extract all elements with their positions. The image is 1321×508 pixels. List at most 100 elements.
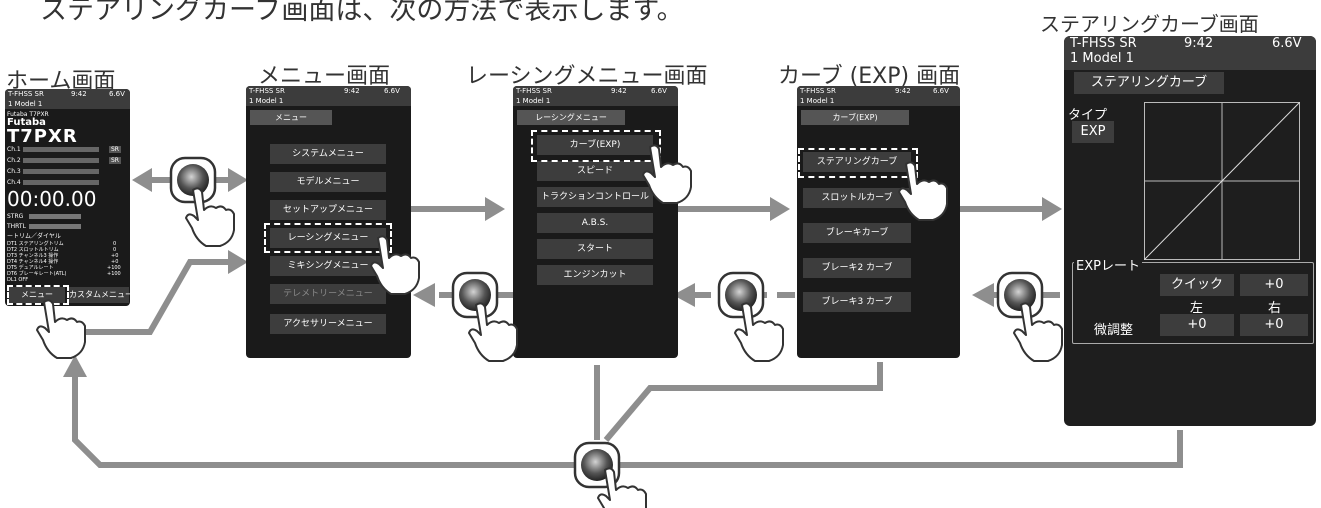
racing-item-abs[interactable]: A.B.S. (537, 213, 653, 233)
model-name: 1 Model 1 (513, 97, 678, 106)
arrowhead-back-racing (673, 283, 695, 307)
steer-title: ステアリングカーブ画面 (1040, 12, 1259, 36)
trim-row: DT5 デュアルレート (7, 265, 54, 271)
exp-rate-label: EXPレート (1074, 255, 1142, 274)
trim-row: DT1 ステアリングトリム (7, 241, 64, 247)
menu-status: T-FHSS SR 9:42 6.6V (246, 86, 411, 97)
quick-value[interactable]: +0 (1240, 274, 1308, 296)
trim-value: 0 (113, 247, 117, 253)
right-value[interactable]: +0 (1240, 314, 1308, 336)
curve-item-throttle[interactable]: スロットルカーブ (803, 188, 911, 208)
channel-label: Ch.4 (7, 179, 21, 186)
arrowhead-back-menu (413, 283, 435, 307)
trim-value: +100 (107, 271, 121, 277)
bar-label: THRTL (7, 223, 26, 230)
channel-label: Ch.1 (7, 146, 21, 153)
menu-item-setup[interactable]: セットアップメニュー (270, 200, 386, 220)
menu-item-system[interactable]: システムメニュー (270, 144, 386, 164)
curve-line (1144, 102, 1300, 260)
maker-text: Futaba T7PXR (7, 111, 49, 118)
channel-bar (23, 180, 99, 185)
curve-graph (1144, 102, 1300, 260)
racing-item-start[interactable]: スタート (537, 239, 653, 259)
bar-label: STRG (7, 213, 24, 220)
arrowhead-steer (1042, 197, 1062, 221)
trim-row: DT3 チャンネル3 操作 (7, 253, 59, 259)
trim-row: DT6 ブレーキレート(ATL) (7, 271, 67, 277)
highlight-steering-curve (798, 148, 918, 178)
exp-rate-frame (1072, 262, 1314, 344)
arrowhead-home-up (63, 355, 87, 377)
menu-screen: T-FHSS SR 9:42 6.6V 1 Model 1 メニュー システムメ… (246, 86, 411, 358)
arrowhead-racing (485, 197, 505, 221)
trim-value: 0 (113, 241, 117, 247)
menu-item-mixing[interactable]: ミキシングメニュー (270, 256, 386, 276)
timer: 00:00.00 (7, 187, 97, 211)
home-screen: T-FHSS SR 9:42 6.6V 1 Model 1 Futaba T7P… (5, 89, 130, 306)
menu-item-racing[interactable]: レーシングメニュー (270, 228, 386, 248)
clock: 9:42 (895, 87, 911, 95)
status-text: T-FHSS SR (8, 90, 44, 98)
menu-item-telemetry[interactable]: テレメトリーメニュー (270, 284, 386, 304)
menu-item-accessory[interactable]: アクセサリーメニュー (270, 314, 386, 334)
product-logo: T7PXR (7, 126, 78, 147)
status-text: T-FHSS SR (800, 87, 836, 95)
type-label: タイプ (1068, 108, 1108, 123)
curve-status: T-FHSS SR 9:42 6.6V (797, 86, 960, 97)
highlight-curve-exp (531, 130, 661, 162)
left-value[interactable]: +0 (1160, 314, 1234, 336)
racing-item-engine-cut[interactable]: エンジンカット (537, 265, 653, 285)
status-text: T-FHSS SR (249, 87, 285, 95)
trim-value: +100 (107, 265, 121, 271)
home-custom-menu-button[interactable]: カスタムメニュー (69, 287, 130, 303)
model-name: 1 Model 1 (797, 97, 960, 106)
top-caption: ステアリングカーブ画面は、次の方法で表示します。 (40, 0, 684, 26)
quick-button[interactable]: クイック (1160, 274, 1234, 296)
channel-label: Ch.3 (7, 168, 21, 175)
voltage: 6.6V (384, 87, 400, 95)
curve-screen: T-FHSS SR 9:42 6.6V 1 Model 1 カーブ(EXP) ス… (797, 86, 960, 358)
racing-title: レーシングメニュー画面 (466, 64, 708, 89)
menu-title: メニュー画面 (258, 64, 391, 89)
connector-menubtn-menu (78, 259, 235, 335)
type-value-button[interactable]: EXP (1072, 121, 1114, 143)
curve-item-steering[interactable]: ステアリングカーブ (803, 152, 911, 172)
model-name: 1 Model 1 (5, 100, 130, 109)
channel-bar (23, 158, 99, 163)
status-text: T-FHSS SR (516, 87, 552, 95)
channel-bar (23, 169, 99, 174)
steer-header: ステアリングカーブ (1074, 72, 1224, 94)
trim-row: DT4 チャンネル4 操作 (7, 259, 59, 265)
clock: 9:42 (344, 87, 360, 95)
bottom-return-home (72, 370, 575, 468)
menu-item-model[interactable]: モデルメニュー (270, 172, 386, 192)
fine-tune-label: 微調整 (1094, 323, 1134, 338)
home-menu-button[interactable]: メニュー (9, 287, 65, 303)
channel-bar (23, 147, 99, 152)
curve-item-brake2[interactable]: ブレーキ2 カーブ (803, 258, 911, 278)
racing-item-curve-exp[interactable]: カーブ(EXP) (537, 135, 653, 155)
racing-item-traction[interactable]: トラクションコントロール (537, 187, 653, 207)
status-text: T-FHSS SR (1070, 36, 1137, 51)
voltage: 6.6V (651, 87, 667, 95)
arrowhead-curve (770, 197, 790, 221)
curve-item-brake3[interactable]: ブレーキ3 カーブ (803, 292, 911, 312)
right-label: 右 (1268, 301, 1282, 316)
menu-header: メニュー (250, 110, 332, 125)
bottom-stem-curve (603, 362, 883, 442)
left-label: 左 (1190, 301, 1204, 316)
trim-header: ートリム／ダイヤル (7, 233, 61, 240)
home-status: T-FHSS SR 9:42 6.6V (5, 89, 130, 100)
channel-label: Ch.2 (7, 157, 21, 164)
bar-meter (29, 214, 81, 219)
steer-screen: T-FHSS SR 9:42 6.6V 1 Model 1 ステアリングカーブ … (1064, 36, 1316, 426)
highlight-home-menu (7, 285, 69, 305)
racing-item-speed[interactable]: スピード (537, 161, 653, 181)
voltage: 6.6V (109, 90, 125, 98)
curve-item-brake[interactable]: ブレーキカーブ (803, 223, 911, 243)
bar-meter (29, 224, 81, 229)
trim-value: +0 (111, 259, 119, 265)
channel-tag: SR (109, 146, 121, 153)
channel-tag: SR (109, 157, 121, 164)
